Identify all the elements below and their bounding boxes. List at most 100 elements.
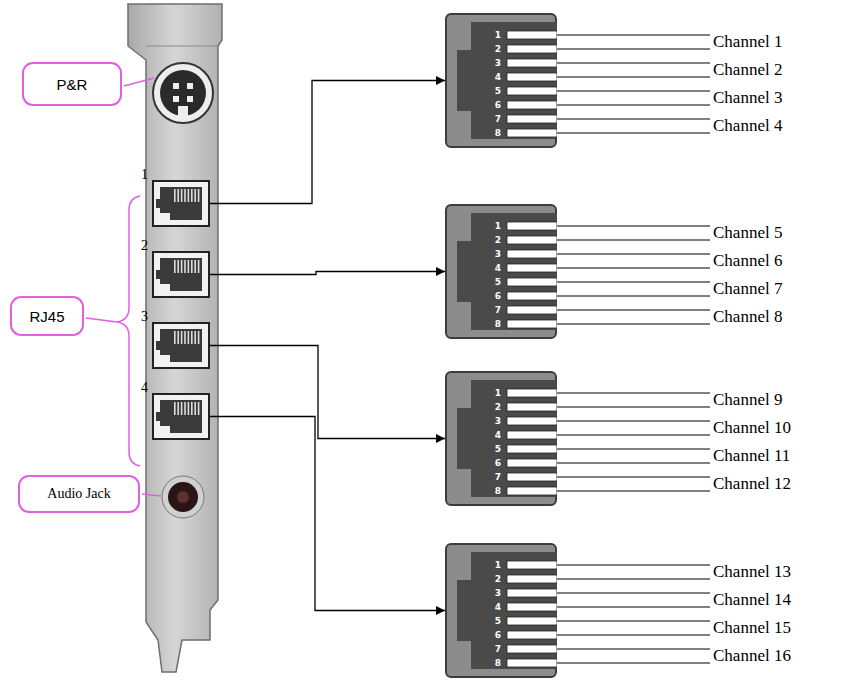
rj45-pinout-symbol bbox=[445, 204, 557, 339]
leader-line bbox=[124, 78, 154, 86]
pin-number: 8 bbox=[485, 128, 501, 138]
rj45-jack-symbol bbox=[152, 180, 210, 227]
rj45-pinout-symbol bbox=[445, 13, 557, 148]
pin-number: 4 bbox=[485, 602, 501, 612]
channel-label: Channel 2 bbox=[713, 60, 782, 80]
ps2-key bbox=[178, 106, 188, 116]
pin-wire bbox=[557, 63, 710, 64]
pin-wire bbox=[557, 296, 710, 297]
pin-wire bbox=[557, 449, 710, 450]
ps2-socket bbox=[160, 70, 206, 116]
pin-wire bbox=[557, 565, 710, 566]
leader-line bbox=[86, 318, 117, 322]
pin-number: 6 bbox=[485, 630, 501, 640]
pin-number: 3 bbox=[485, 249, 501, 259]
ps2-pin bbox=[187, 83, 193, 89]
channel-label: Channel 4 bbox=[713, 116, 782, 136]
pin-wire bbox=[557, 226, 710, 227]
pin-wire bbox=[557, 105, 710, 106]
rj45-pinout-symbol bbox=[445, 371, 557, 506]
channel-label: Channel 15 bbox=[713, 618, 791, 638]
pin-number: 4 bbox=[485, 430, 501, 440]
pin-wire bbox=[557, 35, 710, 36]
rj45-brace bbox=[117, 196, 140, 466]
channel-label: Channel 11 bbox=[713, 446, 790, 466]
channel-label: Channel 3 bbox=[713, 88, 782, 108]
rj45-jack-symbol bbox=[152, 251, 210, 298]
callout-label: Audio Jack bbox=[47, 486, 110, 502]
pin-wire bbox=[557, 593, 710, 594]
port-number: 2 bbox=[141, 239, 148, 253]
port-number: 4 bbox=[141, 381, 148, 395]
rj45-jack-symbol bbox=[152, 322, 210, 369]
channel-label: Channel 7 bbox=[713, 279, 782, 299]
pin-number: 7 bbox=[485, 644, 501, 654]
pin-number: 7 bbox=[485, 114, 501, 124]
callout-box: P&R bbox=[22, 62, 122, 106]
channel-label: Channel 8 bbox=[713, 307, 782, 327]
pin-wire bbox=[557, 649, 710, 650]
pin-wire bbox=[557, 324, 710, 325]
channel-label: Channel 16 bbox=[713, 646, 791, 666]
channel-label: Channel 14 bbox=[713, 590, 791, 610]
audio-jack-hole bbox=[168, 482, 198, 512]
audio-jack bbox=[162, 476, 204, 518]
pin-wire bbox=[557, 421, 710, 422]
pin-number: 8 bbox=[485, 319, 501, 329]
pin-wire bbox=[557, 621, 710, 622]
pin-wire bbox=[557, 477, 710, 478]
pin-wire bbox=[557, 463, 710, 464]
callout-label: RJ45 bbox=[29, 308, 64, 325]
rj45-pinout: 12345678 bbox=[445, 13, 557, 148]
pin-wire bbox=[557, 663, 710, 664]
pin-number: 2 bbox=[485, 402, 501, 412]
pin-number: 6 bbox=[485, 100, 501, 110]
pin-wire bbox=[557, 133, 710, 134]
pin-number: 8 bbox=[485, 486, 501, 496]
pin-wire bbox=[557, 119, 710, 120]
pin-wire bbox=[557, 407, 710, 408]
port-arrow bbox=[210, 346, 445, 439]
channel-label: Channel 5 bbox=[713, 223, 782, 243]
channel-label: Channel 6 bbox=[713, 251, 782, 271]
bracket-fold bbox=[146, 46, 218, 47]
port-arrow bbox=[210, 417, 445, 611]
pin-wire bbox=[557, 49, 710, 50]
port-arrow bbox=[210, 272, 445, 275]
pin-wire bbox=[557, 240, 710, 241]
port-number: 1 bbox=[141, 168, 148, 182]
pin-number: 2 bbox=[485, 235, 501, 245]
pin-wire bbox=[557, 282, 710, 283]
rj45-jack-symbol bbox=[152, 393, 210, 440]
pin-number: 2 bbox=[485, 574, 501, 584]
pin-number: 7 bbox=[485, 305, 501, 315]
pin-number: 2 bbox=[485, 44, 501, 54]
pin-number: 1 bbox=[485, 221, 501, 231]
pin-number: 3 bbox=[485, 58, 501, 68]
pin-number: 6 bbox=[485, 458, 501, 468]
rj45-pinout: 12345678 bbox=[445, 204, 557, 339]
channel-label: Channel 10 bbox=[713, 418, 791, 438]
callout-box: Audio Jack bbox=[18, 475, 140, 513]
pin-number: 5 bbox=[485, 86, 501, 96]
pin-number: 5 bbox=[485, 616, 501, 626]
ps2-pin bbox=[173, 96, 179, 102]
pin-wire bbox=[557, 393, 710, 394]
pin-number: 5 bbox=[485, 277, 501, 287]
pin-number: 3 bbox=[485, 588, 501, 598]
pin-number: 1 bbox=[485, 560, 501, 570]
pin-wire bbox=[557, 77, 710, 78]
pin-wire bbox=[557, 607, 710, 608]
channel-label: Channel 1 bbox=[713, 32, 782, 52]
pin-wire bbox=[557, 268, 710, 269]
pin-number: 4 bbox=[485, 263, 501, 273]
channel-label: Channel 12 bbox=[713, 474, 791, 494]
rj45-port: 4 bbox=[152, 393, 210, 440]
pin-wire bbox=[557, 579, 710, 580]
callout-label: P&R bbox=[57, 76, 88, 93]
rj45-port: 3 bbox=[152, 322, 210, 369]
pin-number: 4 bbox=[485, 72, 501, 82]
pin-number: 1 bbox=[485, 388, 501, 398]
pin-wire bbox=[557, 254, 710, 255]
audio-jack-center bbox=[177, 491, 189, 503]
